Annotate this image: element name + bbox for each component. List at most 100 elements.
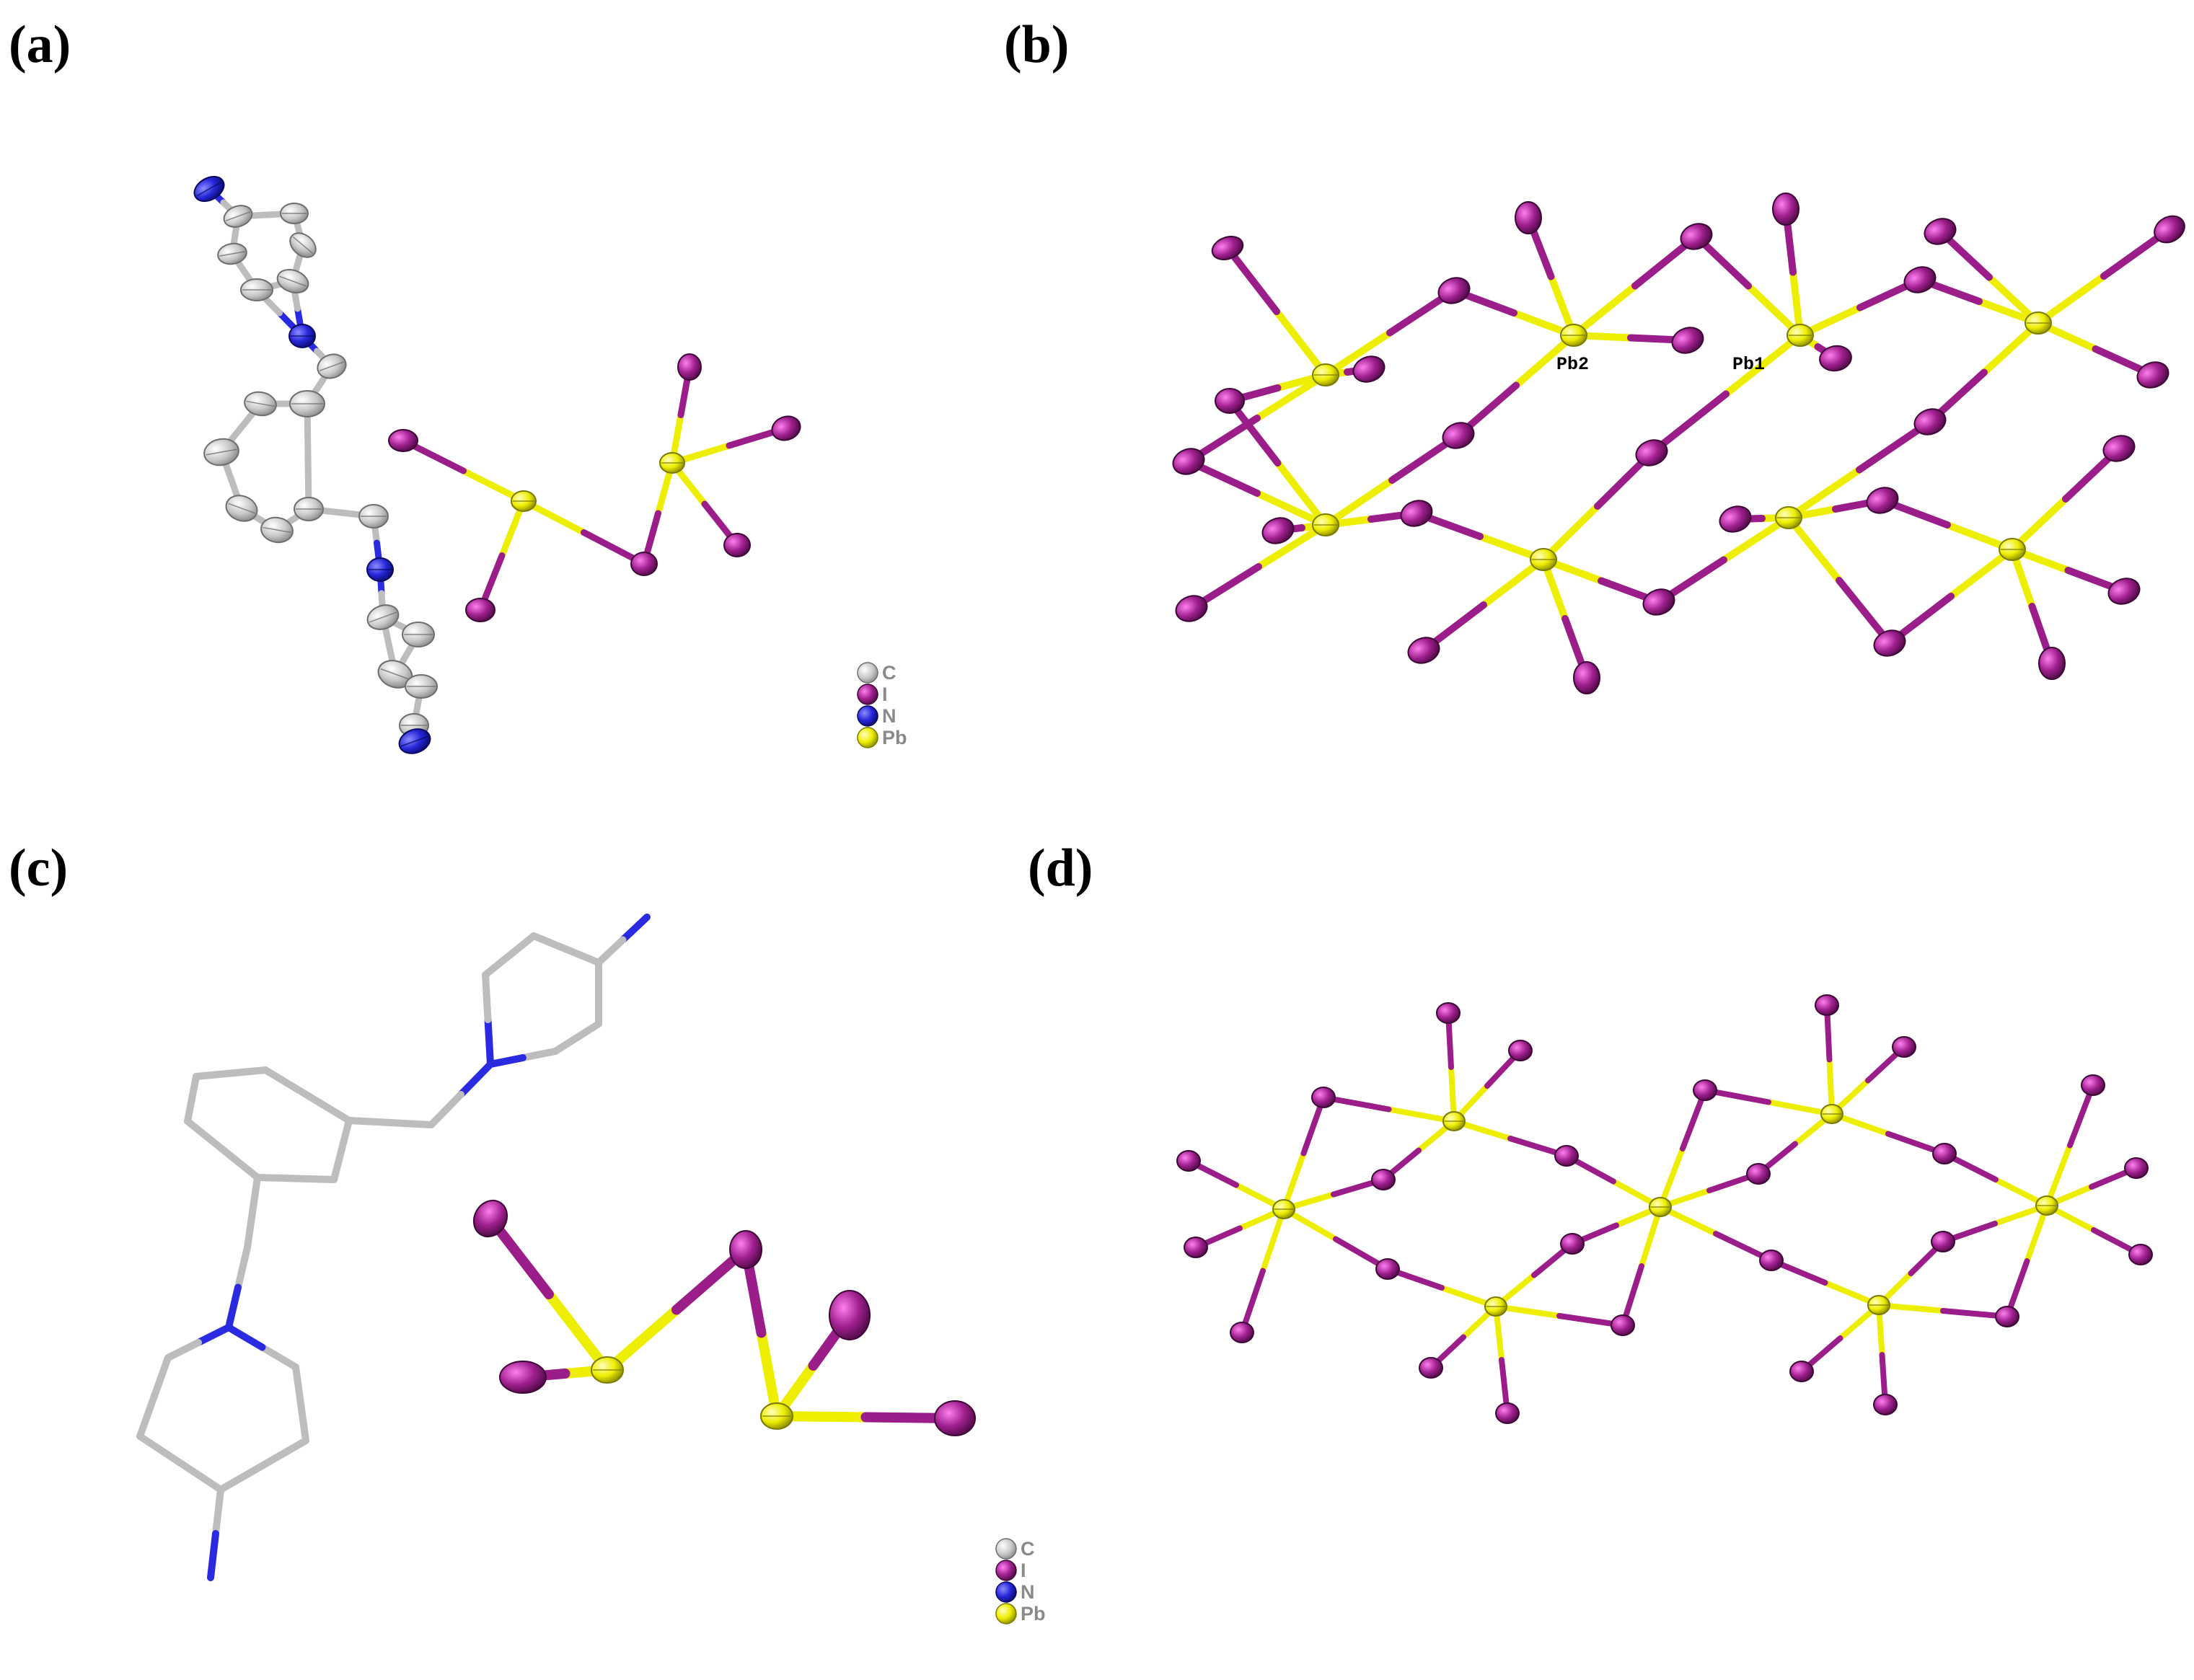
bond	[1540, 556, 1662, 606]
iodine-atom	[2128, 1244, 2153, 1265]
iodine-atom	[1560, 1233, 1585, 1255]
legend-label: Pb	[882, 727, 907, 748]
iodine-atom	[1515, 201, 1542, 234]
bond	[207, 1486, 224, 1581]
bond	[345, 1117, 435, 1128]
bond	[640, 459, 676, 567]
bond	[2035, 319, 2156, 379]
lead-atom	[2035, 1195, 2058, 1216]
iodine-atom	[1903, 266, 1937, 293]
bond	[184, 1118, 261, 1181]
bond	[217, 1437, 309, 1493]
bond	[1493, 1304, 1626, 1328]
legend-swatch	[857, 705, 878, 727]
bond	[1281, 1177, 1386, 1212]
bond	[1926, 319, 2042, 425]
legend-item-pb: Pb	[857, 727, 907, 748]
bond	[1413, 510, 1547, 563]
iodine-atom	[829, 1290, 871, 1340]
bond	[1876, 1239, 1946, 1308]
lead-atom	[1649, 1197, 1672, 1217]
bond	[1455, 332, 1577, 439]
iodine-atom	[1873, 1394, 1898, 1415]
legend-swatch	[995, 1581, 1017, 1603]
bond	[1620, 1204, 1663, 1328]
iodine-atom	[1508, 1040, 1533, 1061]
iodine-atom	[1352, 355, 1385, 383]
lead-atom	[1787, 324, 1814, 347]
bond	[400, 437, 527, 505]
bond	[262, 1066, 353, 1124]
nitrogen-atom	[193, 175, 225, 203]
legend-label: C	[882, 662, 896, 684]
atom-layer	[193, 175, 2185, 1436]
lead-atom	[1775, 506, 1802, 529]
iodine-atom	[472, 1199, 508, 1238]
iodine-atom	[2081, 1074, 2105, 1096]
bond	[1693, 233, 1804, 339]
legend-item-c: C	[857, 662, 896, 684]
carbon-atom	[240, 278, 273, 301]
carbon-atom	[217, 242, 247, 265]
iodine-atom	[1892, 1036, 1916, 1058]
iodine-atom	[1371, 1169, 1396, 1190]
bond	[2009, 546, 2056, 667]
bond	[2009, 546, 2128, 595]
iodine-atom	[1642, 588, 1675, 616]
bond	[428, 1061, 494, 1128]
iodine-atom	[1215, 388, 1245, 414]
iodine-atom	[723, 533, 751, 557]
carbon-atom	[366, 604, 400, 630]
bond	[1420, 556, 1547, 654]
bond	[1322, 432, 1462, 529]
carbon-atom	[280, 203, 309, 224]
iodine-atom	[1400, 500, 1433, 527]
bond	[1829, 1111, 1947, 1157]
carbon-atom	[377, 660, 413, 689]
iodine-atom	[1995, 1306, 2019, 1327]
bond	[225, 1244, 251, 1331]
bond	[1940, 1203, 2050, 1244]
legend-swatch	[857, 727, 878, 748]
iodine-atom	[1932, 1143, 1957, 1164]
lead-atom	[1442, 1111, 1466, 1131]
bond	[1655, 514, 1792, 606]
bond	[1755, 1111, 1835, 1177]
iodine-atom	[1746, 1163, 1771, 1185]
iodine-atom	[1554, 1145, 1579, 1167]
bond	[1569, 1204, 1663, 1247]
iodine-atom	[1419, 1357, 1443, 1379]
bond	[485, 1213, 612, 1375]
iodine-atom	[1913, 408, 1947, 436]
bond	[1185, 371, 1329, 465]
bond	[1829, 1044, 1907, 1117]
bond	[1385, 1266, 1499, 1309]
bond	[530, 932, 602, 966]
iodine-atom	[934, 1400, 976, 1436]
lead-atom	[760, 1402, 793, 1430]
carbon-atom	[289, 232, 317, 258]
bond	[552, 1020, 602, 1055]
carbon-atom	[289, 390, 325, 417]
iodine-atom	[1772, 193, 1799, 226]
legend-label: C	[1021, 1538, 1035, 1560]
bond	[602, 1244, 751, 1375]
legend-label: I	[882, 684, 888, 705]
lead-atom	[1867, 1295, 1890, 1315]
bond	[487, 1048, 559, 1068]
iodine-atom	[1184, 1237, 1208, 1258]
lead-atom	[1560, 324, 1587, 347]
bond-layer	[136, 185, 2173, 1581]
iodine-atom	[1924, 218, 1957, 245]
bond	[1493, 1304, 1510, 1416]
carbon-atom	[223, 205, 253, 228]
iodine-atom	[1719, 505, 1752, 533]
bond	[1493, 1241, 1575, 1309]
bond	[1540, 449, 1655, 563]
nitrogen-atom	[366, 557, 394, 582]
bond	[1451, 1118, 1569, 1159]
bond	[1879, 497, 2016, 553]
lead-atom	[1999, 538, 2026, 561]
bond	[2009, 445, 2123, 553]
